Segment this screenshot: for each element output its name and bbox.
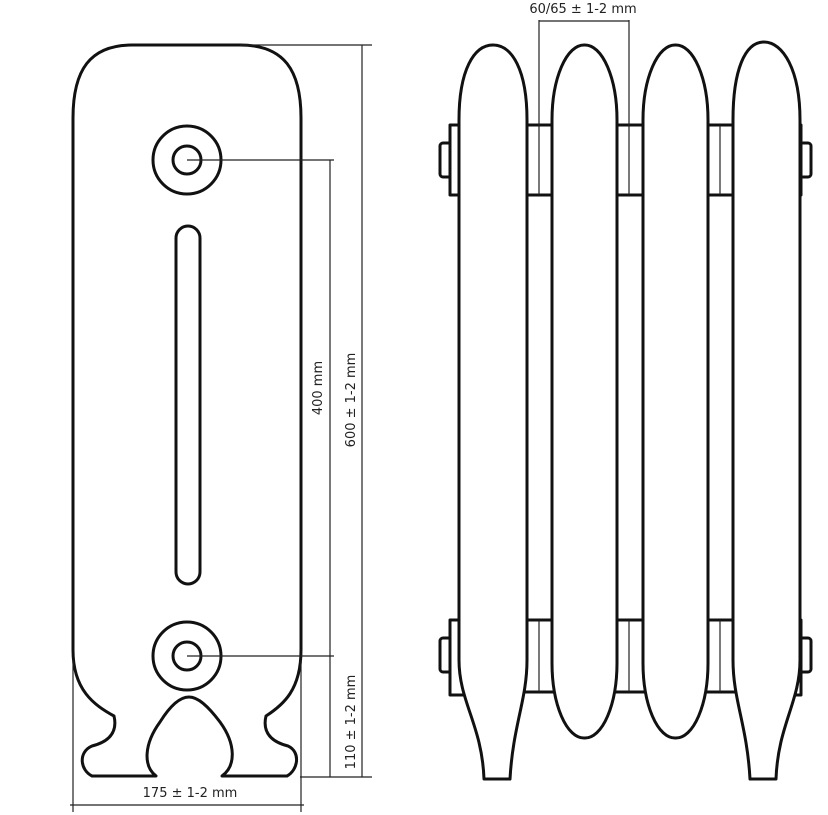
section-1 [457,43,529,781]
bottom-height-label: 110 ± 1-2 mm [344,675,359,770]
section-4 [731,40,802,781]
axis-distance-label: 400 mm [311,361,326,415]
side-dimension-lines [70,44,372,812]
side-view [71,43,303,778]
center-slot [174,224,202,586]
section-3 [641,43,710,740]
front-view [438,40,813,781]
total-height-label: 600 ± 1-2 mm [344,353,359,448]
section-2 [550,43,619,740]
front-dimension-lines [538,20,630,125]
pitch-dimension-label: 60/65 ± 1-2 mm [529,2,636,17]
width-dimension-label: 175 ± 1-2 mm [143,786,238,801]
